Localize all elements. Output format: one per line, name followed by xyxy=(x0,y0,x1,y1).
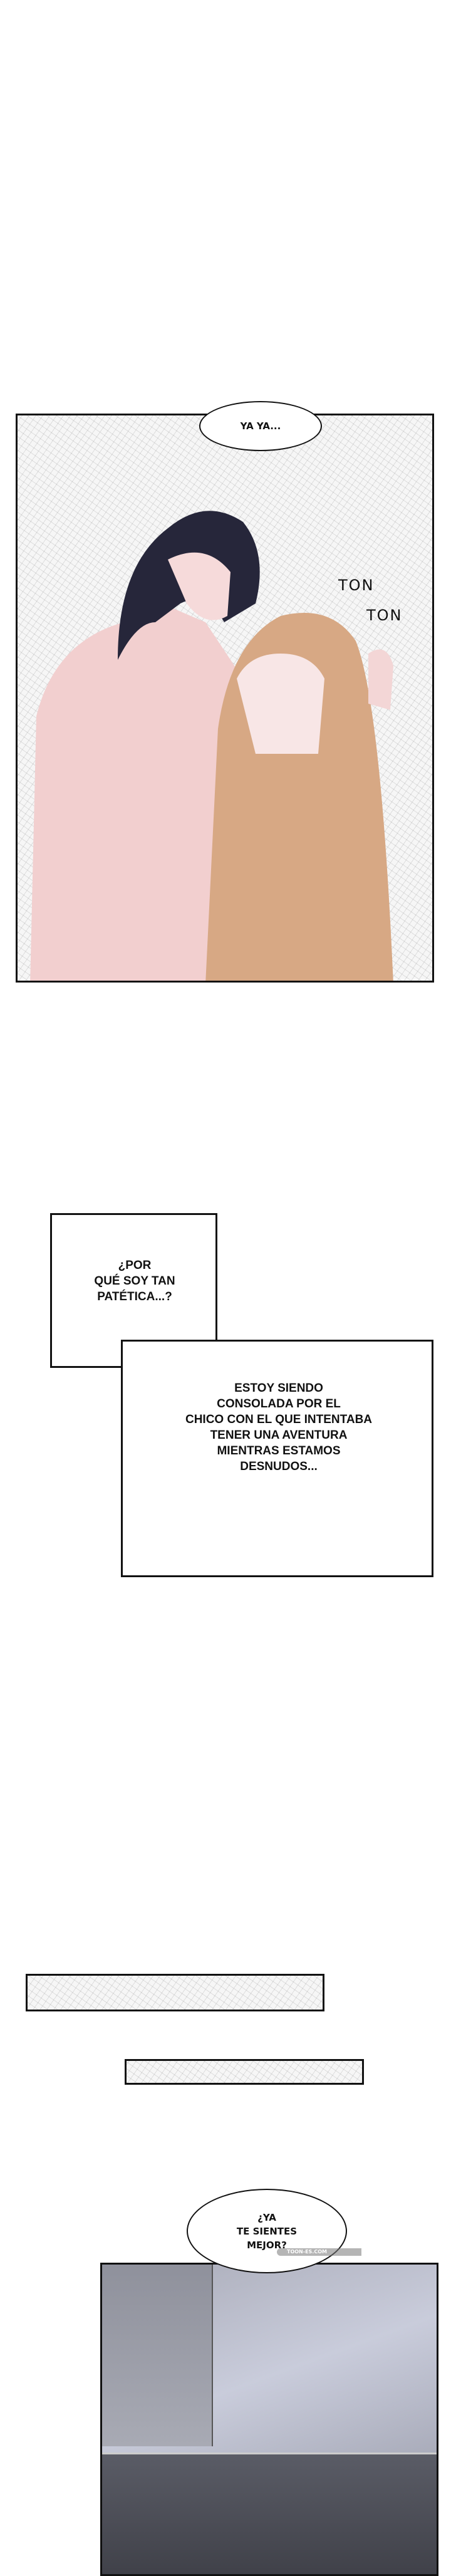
watermark: TOON-ES.COM xyxy=(277,2248,361,2256)
caption-text-1: ¿POR QUÉ SOY TAN PATÉTICA...? xyxy=(60,1258,210,1305)
caption-line: QUÉ SOY TAN xyxy=(94,1275,175,1288)
sound-effect: TON xyxy=(366,607,403,624)
texture-strip-panel xyxy=(125,2059,364,2085)
caption-line: MIENTRAS ESTAMOS xyxy=(217,1444,341,1457)
speech-text: ¿YA xyxy=(257,2211,276,2223)
sound-effect: TON xyxy=(338,576,375,594)
caption-box-2 xyxy=(121,1340,433,1577)
panel-embrace xyxy=(16,414,434,983)
caption-text-2: ESTOY SIENDO CONSOLADA POR EL CHICO CON … xyxy=(135,1380,423,1474)
wall-shadow xyxy=(102,2265,213,2446)
speech-bubble: YA YA... xyxy=(199,401,322,451)
caption-line: CHICO CON EL QUE INTENTABA xyxy=(185,1413,373,1426)
caption-line: PATÉTICA...? xyxy=(97,1290,172,1303)
caption-line: TENER UNA AVENTURA xyxy=(210,1429,348,1442)
watermark-text: TOON-ES.COM xyxy=(287,2249,327,2255)
speech-text: MEJOR? xyxy=(247,2239,287,2251)
caption-line: DESNUDOS... xyxy=(240,1460,318,1473)
caption-line: CONSOLADA POR EL xyxy=(217,1397,341,1411)
speech-text: YA YA... xyxy=(240,420,281,432)
panel-bathroom-sink xyxy=(100,2263,438,2576)
characters-illustration xyxy=(30,511,393,981)
speech-bubble: ¿YA TE SIENTES MEJOR? xyxy=(187,2189,347,2273)
caption-line: ¿POR xyxy=(118,1259,152,1272)
texture-strip-panel xyxy=(26,1974,324,2011)
caption-line: ESTOY SIENDO xyxy=(234,1382,323,1395)
speech-text: TE SIENTES xyxy=(236,2225,298,2237)
sink-basin xyxy=(102,2453,437,2574)
